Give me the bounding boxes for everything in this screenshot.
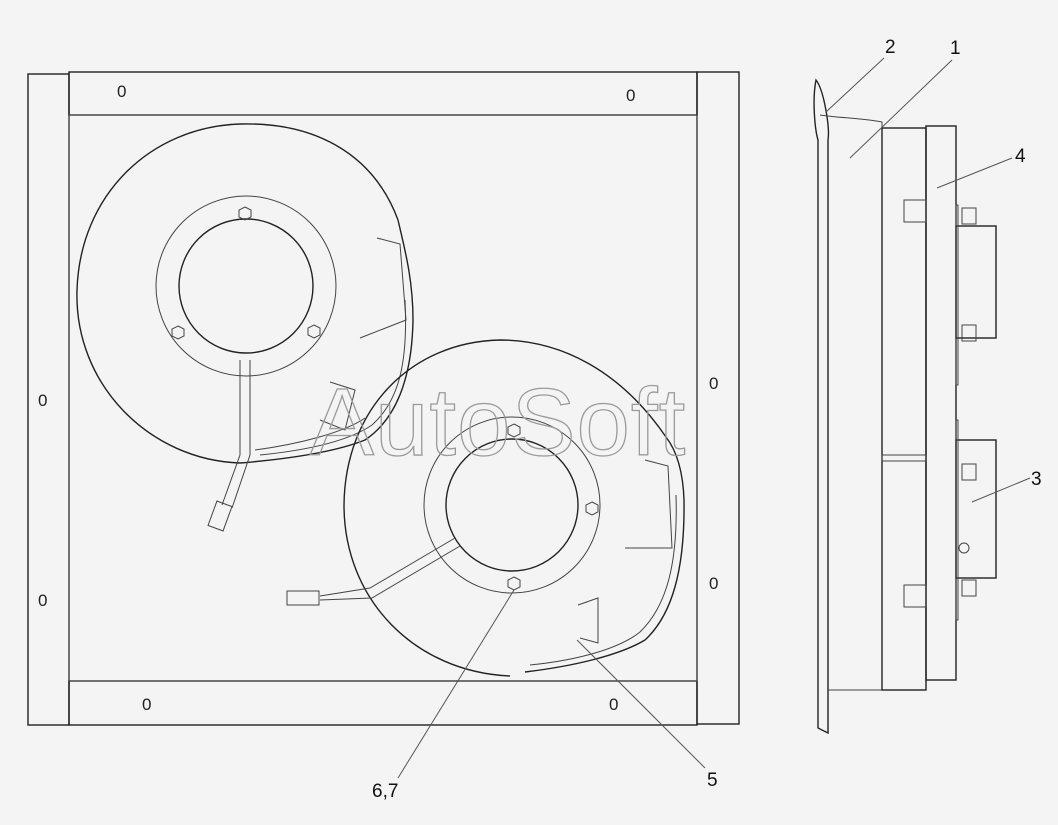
fan-1-scroll <box>239 219 414 464</box>
callout-1: 1 <box>950 38 961 59</box>
nut <box>171 325 185 340</box>
right-rail <box>696 71 740 725</box>
fan-1-cable <box>221 360 241 506</box>
fan-1-connector <box>207 500 233 532</box>
hole-mark: 0 <box>142 695 151 714</box>
front-view: 0 0 0 0 0 0 0 0 <box>27 71 740 726</box>
nut <box>585 501 599 516</box>
hole-mark: 0 <box>709 574 718 593</box>
hole-mark: 0 <box>609 695 618 714</box>
hole-mark: 0 <box>38 391 47 410</box>
fan-2-cable <box>319 537 456 597</box>
terminal-box-upper <box>955 225 997 339</box>
fan-1-motor <box>178 218 314 354</box>
bottom-bar <box>68 680 698 726</box>
fan-2-housing <box>343 339 667 677</box>
hole-mark: 0 <box>709 374 718 393</box>
fan-2-scroll <box>524 436 685 673</box>
callout-4: 4 <box>1015 146 1026 167</box>
callout-2: 2 <box>885 37 896 58</box>
callout-6-7: 6,7 <box>372 781 398 802</box>
fan-1-housing <box>76 123 399 464</box>
callout-3: 3 <box>1031 469 1042 490</box>
nut <box>507 576 521 591</box>
hole-mark: 0 <box>38 591 47 610</box>
watermark: AutoSoft <box>310 369 686 476</box>
left-rail <box>27 73 70 726</box>
side-panel-plate <box>813 78 830 735</box>
terminal-box-lower <box>955 439 997 579</box>
fan-2-motor <box>445 438 579 572</box>
nut <box>238 206 252 221</box>
mount-panel <box>68 114 698 682</box>
top-bar <box>68 71 698 116</box>
side-fan-casing <box>925 125 957 681</box>
nut <box>307 324 321 339</box>
nut <box>507 423 521 438</box>
callout-5: 5 <box>707 770 718 791</box>
callouts: 2 1 4 3 5 6,7 <box>372 37 1042 802</box>
hole-mark: 0 <box>117 82 126 101</box>
fan-1 <box>76 123 414 532</box>
side-view <box>813 78 997 735</box>
hole-mark: 0 <box>626 86 635 105</box>
fan-1-hub-ring <box>155 195 337 377</box>
fan-2-connector <box>286 590 320 606</box>
